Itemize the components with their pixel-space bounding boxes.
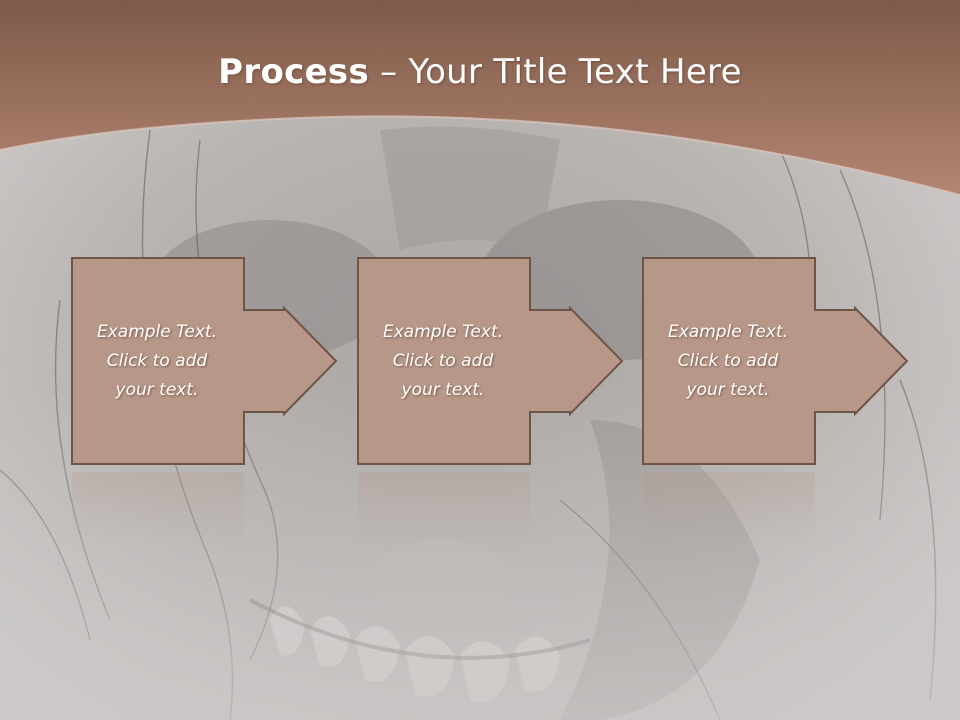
step-text-line2: Click to add	[106, 350, 208, 371]
step-text-line3: your text.	[115, 379, 199, 400]
slide-title-bold: Process	[218, 52, 370, 92]
step-text[interactable]: Example Text. Click to add your text.	[358, 256, 528, 466]
step-text-line2: Click to add	[677, 350, 779, 371]
step-text-line1: Example Text.	[667, 321, 789, 342]
arrow-reflection	[72, 472, 244, 542]
step-text-line3: your text.	[686, 379, 770, 400]
step-text-line1: Example Text.	[96, 321, 218, 342]
slide-title-rest: – Your Title Text Here	[369, 52, 742, 92]
arrow-reflection	[358, 472, 530, 542]
arrow-reflection	[643, 472, 815, 542]
process-step-2[interactable]: Example Text. Click to add your text.	[356, 256, 632, 542]
step-text-line1: Example Text.	[382, 321, 504, 342]
step-text-line2: Click to add	[392, 350, 494, 371]
step-text-line3: your text.	[401, 379, 485, 400]
step-text[interactable]: Example Text. Click to add your text.	[643, 256, 813, 466]
process-step-3[interactable]: Example Text. Click to add your text.	[641, 256, 917, 542]
arrow-shape	[357, 257, 624, 465]
process-step-1[interactable]: Example Text. Click to add your text.	[70, 256, 346, 542]
arrow-shape	[71, 257, 338, 465]
step-text[interactable]: Example Text. Click to add your text.	[72, 256, 242, 466]
arrow-shape	[642, 257, 909, 465]
slide-title[interactable]: Process – Your Title Text Here	[0, 52, 960, 92]
header-band	[0, 0, 960, 195]
